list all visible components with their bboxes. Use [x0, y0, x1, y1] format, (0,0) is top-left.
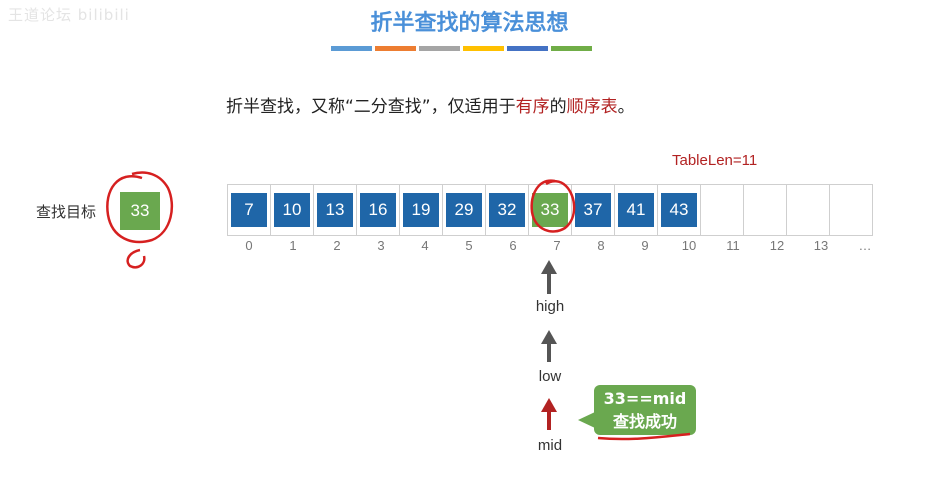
- low-arrow-icon: [541, 330, 557, 362]
- watermark: 王道论坛 bilibili: [8, 6, 130, 24]
- color-bar-segment: [375, 46, 416, 51]
- array-cell-value: 7: [231, 193, 267, 227]
- array-index-label: 12: [769, 238, 785, 253]
- array-cell-value: 32: [489, 193, 525, 227]
- array-cell: 13: [314, 185, 357, 235]
- array-index-label: …: [858, 238, 872, 253]
- hand-mark-below-target-icon: [126, 248, 146, 269]
- color-bar-segment: [551, 46, 592, 51]
- callout-tail: [578, 412, 595, 428]
- array-index-label: 7: [553, 238, 561, 253]
- target-value-box: 33: [120, 192, 160, 230]
- color-bar-segment: [331, 46, 372, 51]
- mid-arrow-icon: [541, 398, 557, 430]
- array-cell: [787, 185, 830, 235]
- array-index-label: 10: [681, 238, 697, 253]
- array-index-label: 8: [597, 238, 605, 253]
- page-title: 折半查找的算法思想: [370, 11, 569, 36]
- array-cell: 7: [228, 185, 271, 235]
- success-callout: 33==mid 查找成功: [594, 385, 696, 435]
- array-cell: 10: [271, 185, 314, 235]
- intro-suffix: 。: [617, 97, 635, 117]
- array-cell: 41: [615, 185, 658, 235]
- array-index-label: 6: [509, 238, 517, 253]
- callout-line-2: 查找成功: [612, 412, 677, 431]
- array-index-label: 0: [245, 238, 253, 253]
- high-arrow-icon: [541, 260, 557, 294]
- array-cell-value: 16: [360, 193, 396, 227]
- array-cell-value: 33: [532, 193, 568, 227]
- intro-prefix: 折半查找，又称“二分查找”，仅适用于: [226, 97, 516, 117]
- table-len-label: TableLen=11: [672, 152, 758, 169]
- array-index-label: 1: [289, 238, 297, 253]
- intro-highlight-ordered: 有序: [515, 97, 550, 117]
- intro-middle: 的: [549, 97, 567, 117]
- array-cell: 16: [357, 185, 400, 235]
- array-cell: 29: [443, 185, 486, 235]
- array-cell: [830, 185, 873, 235]
- array-cell: [744, 185, 787, 235]
- array-cell-value: 10: [274, 193, 310, 227]
- array-cell: 33: [529, 185, 572, 235]
- high-pointer-label: high: [535, 298, 565, 315]
- array-cell-value: 13: [317, 193, 353, 227]
- array-index-label: 2: [333, 238, 341, 253]
- array-cell-value: 19: [403, 193, 439, 227]
- array-cell-value: 43: [661, 193, 697, 227]
- color-bar: [331, 46, 592, 52]
- hand-circle-cell-icon: [530, 179, 576, 233]
- color-bar-segment: [507, 46, 548, 51]
- array-cell-value: 41: [618, 193, 654, 227]
- color-bar-segment: [463, 46, 504, 51]
- array-index-label: 4: [421, 238, 429, 253]
- array-index-label: 9: [641, 238, 649, 253]
- intro-text: 折半查找，又称“二分查找”，仅适用于有序的顺序表。: [226, 92, 635, 117]
- array-cell: 43: [658, 185, 701, 235]
- array-cell-value: 29: [446, 193, 482, 227]
- color-bar-segment: [419, 46, 460, 51]
- array-cell: [701, 185, 744, 235]
- callout-line-1: 33==mid: [603, 389, 687, 408]
- array-cell: 19: [400, 185, 443, 235]
- hand-circle-target-icon: [106, 171, 174, 244]
- mid-pointer-label: mid: [537, 437, 563, 454]
- hand-underline-icon: [597, 432, 691, 441]
- array-index-label: 11: [726, 238, 740, 253]
- low-pointer-label: low: [538, 368, 562, 385]
- array-cell: 32: [486, 185, 529, 235]
- array-index-label: 13: [813, 238, 829, 253]
- array-cell: 37: [572, 185, 615, 235]
- array-index-label: 3: [377, 238, 385, 253]
- array-cell-value: 37: [575, 193, 611, 227]
- array-index-label: 5: [465, 238, 473, 253]
- target-label: 查找目标: [36, 203, 97, 221]
- intro-highlight-seqlist: 顺序表: [566, 97, 618, 117]
